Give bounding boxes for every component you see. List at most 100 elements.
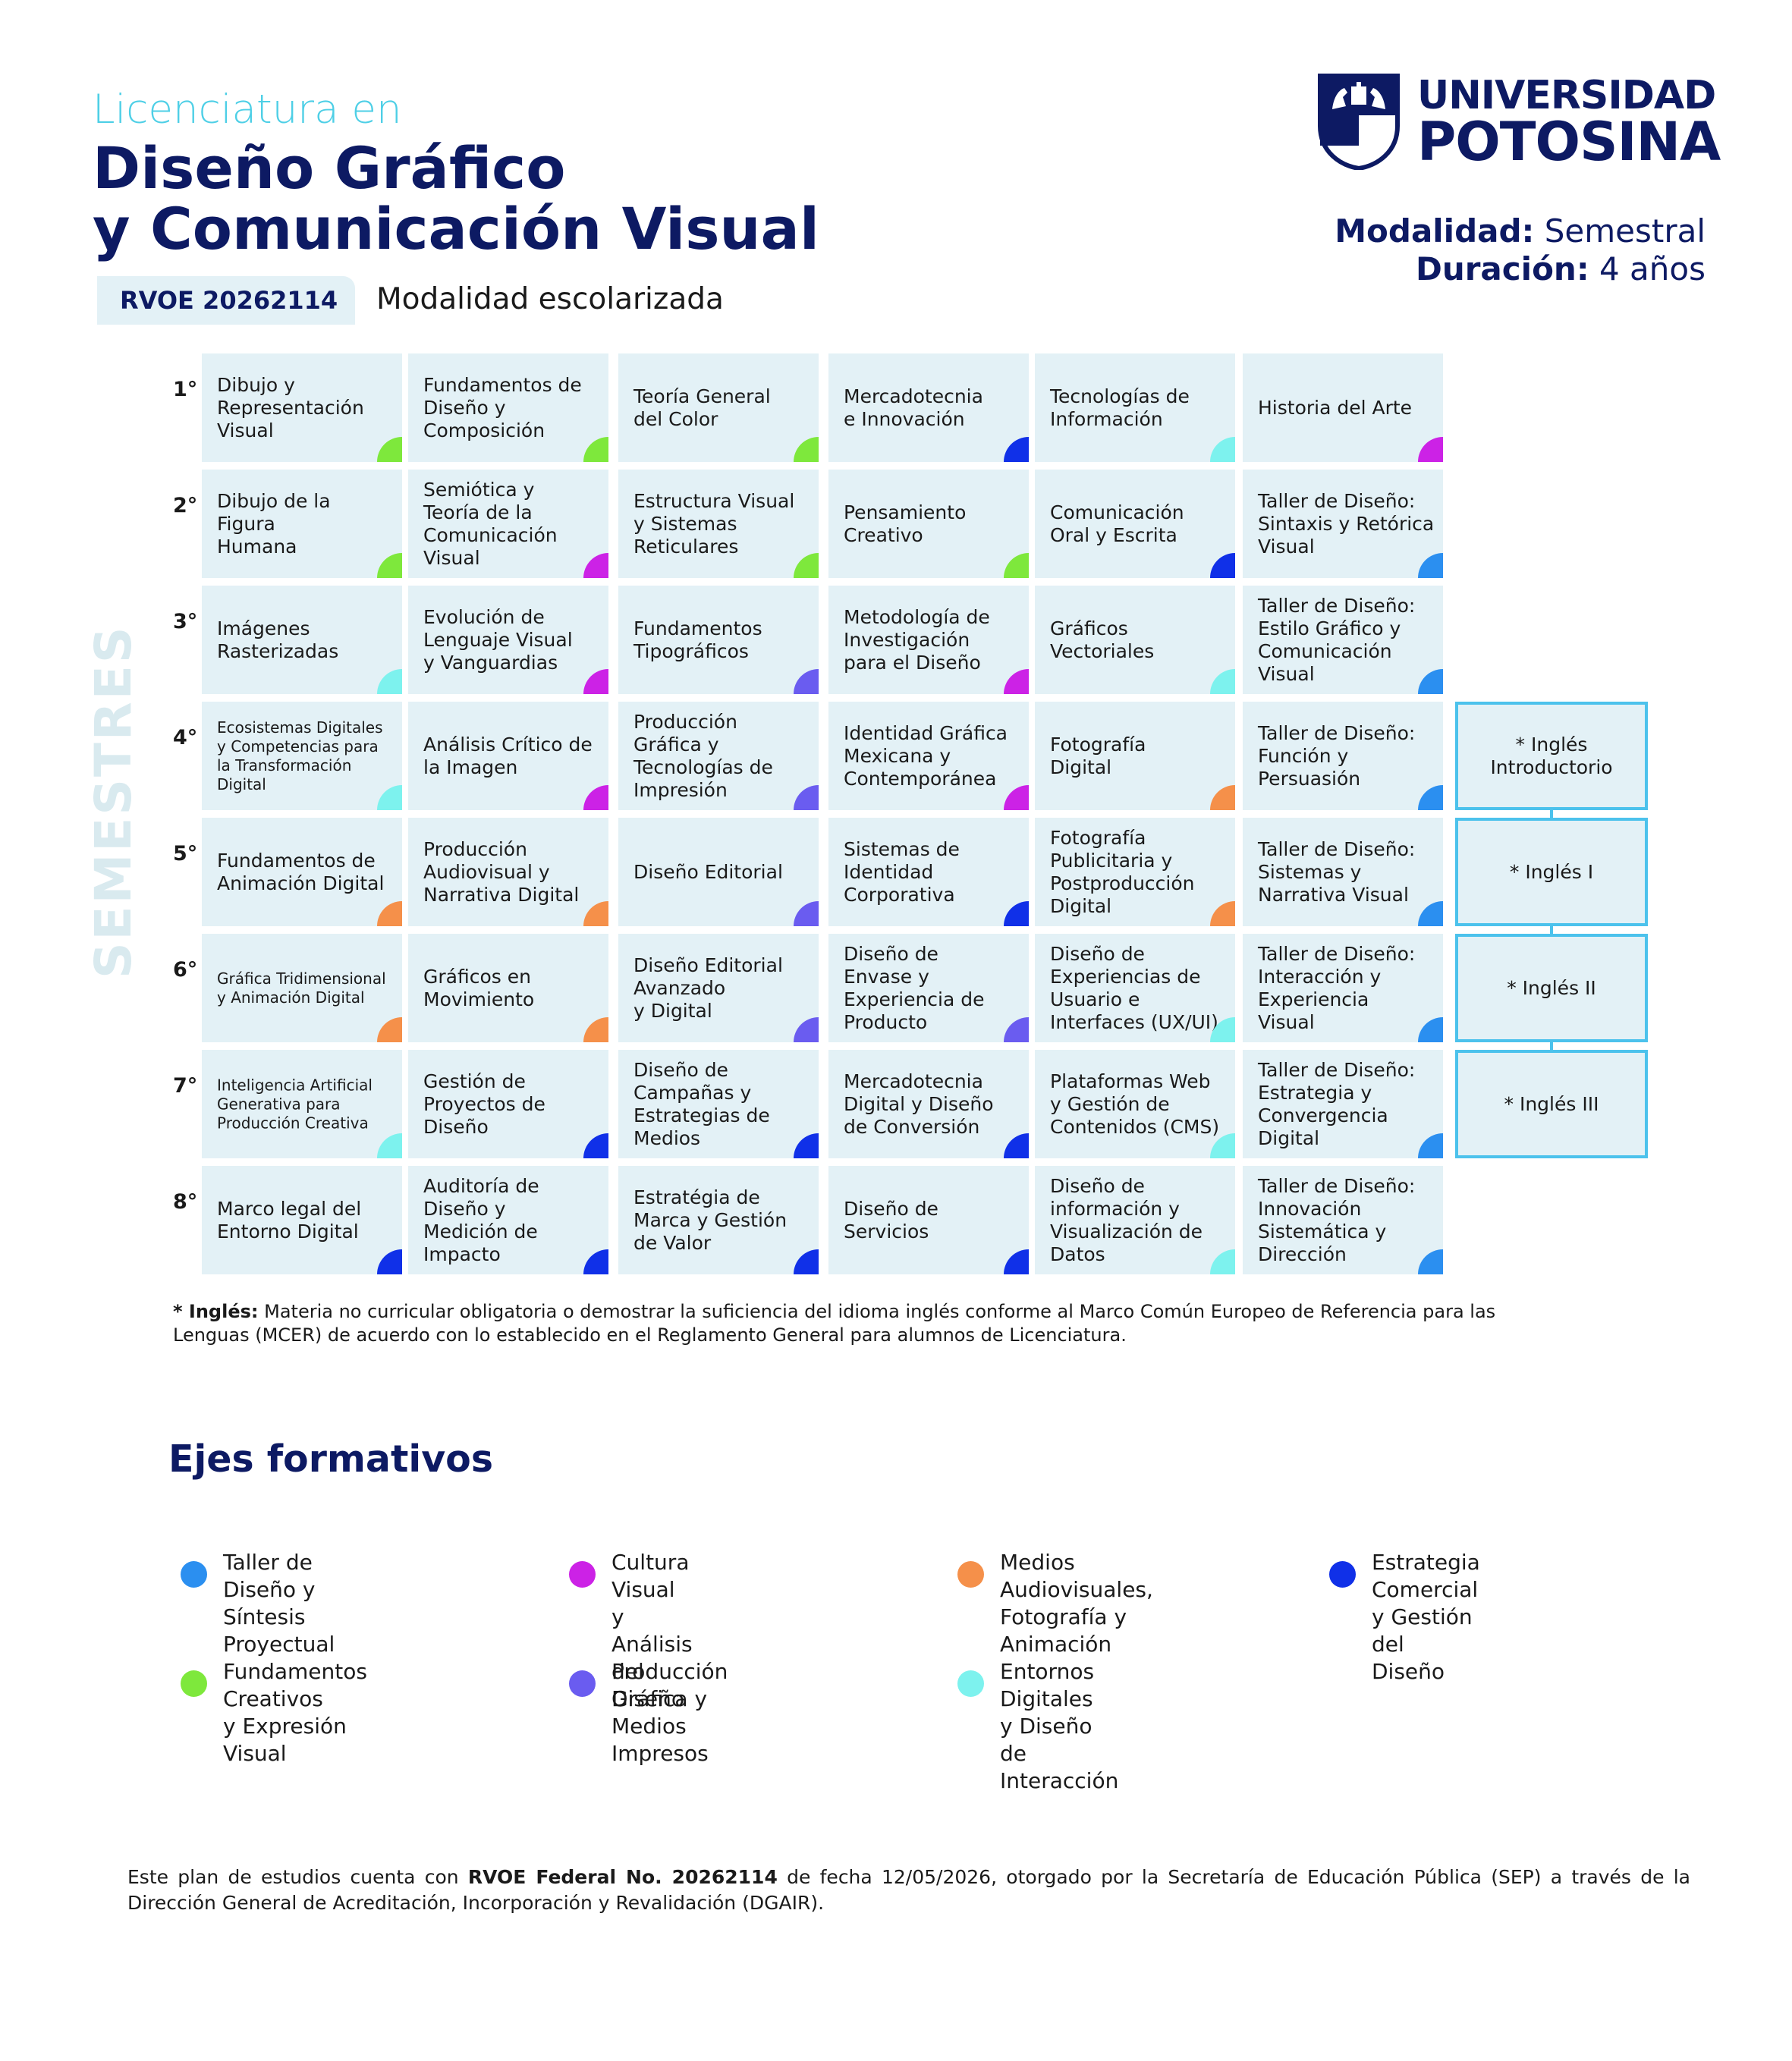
axis-corner-marker (794, 669, 819, 694)
course-name: Taller de Diseño: Sintaxis y Retórica Vi… (1258, 489, 1435, 558)
course-cell: Fotografía Digital (1035, 702, 1235, 810)
semester-label: 8° (173, 1190, 198, 1214)
english-course-box: * Inglés Introductorio (1455, 702, 1648, 810)
course-cell: Producción Gráfica y Tecnologías de Impr… (618, 702, 819, 810)
axis-color-dot (181, 1561, 207, 1588)
course-cell: Gráfica Tridimensional y Animación Digit… (202, 934, 402, 1042)
modalidad-info: Modalidad: Semestral (1335, 212, 1706, 250)
axis-color-dot (957, 1561, 984, 1588)
course-cell: Identidad Gráfica Mexicana y Contemporán… (828, 702, 1029, 810)
course-cell: Mercadotecnia Digital y Diseño de Conver… (828, 1050, 1029, 1158)
course-cell: Diseño de Campañas y Estrategias de Medi… (618, 1050, 819, 1158)
course-name: Diseño de Envase y Experiencia de Produc… (844, 942, 985, 1033)
course-cell: Diseño Editorial (618, 818, 819, 926)
course-name: Taller de Diseño: Interacción y Experien… (1258, 942, 1416, 1033)
course-cell: Diseño de información y Visualización de… (1035, 1166, 1235, 1274)
university-shield-icon (1318, 74, 1400, 170)
course-cell: Inteligencia Artificial Generativa para … (202, 1050, 402, 1158)
axis-corner-marker (794, 437, 819, 462)
course-name: Estratégia de Marca y Gestión de Valor (633, 1186, 788, 1254)
axis-label: Cultura Visual y Análisis del Diseño (611, 1550, 693, 1711)
axis-corner-marker (583, 785, 608, 810)
logo-line1: UNIVERSIDAD (1417, 73, 1716, 118)
course-cell: Gráficos en Movimiento (408, 934, 608, 1042)
english-course-name: * Inglés I (1509, 860, 1594, 883)
course-cell: Estructura Visual y Sistemas Reticulares (618, 470, 819, 578)
course-cell: Historia del Arte (1243, 353, 1443, 462)
course-cell: Dibujo y Representación Visual (202, 353, 402, 462)
course-cell: Plataformas Web y Gestión de Contenidos … (1035, 1050, 1235, 1158)
course-name: Estructura Visual y Sistemas Reticulares (633, 489, 795, 558)
english-course-box: * Inglés III (1455, 1050, 1648, 1158)
course-cell: Diseño de Envase y Experiencia de Produc… (828, 934, 1029, 1042)
axis-label: Producción Gráfica y Medios Impresos (611, 1659, 728, 1766)
course-cell: Gestión de Proyectos de Diseño (408, 1050, 608, 1158)
course-name: Gráficos Vectoriales (1050, 617, 1155, 662)
course-cell: Fundamentos Tipográficos (618, 586, 819, 694)
course-name: Teoría General del Color (633, 385, 771, 430)
axis-color-dot (957, 1670, 984, 1697)
course-name: Taller de Diseño: Innovación Sistemática… (1258, 1174, 1416, 1265)
course-name: Diseño Editorial (633, 860, 783, 883)
program-title-line2: y Comunicación Visual (93, 195, 819, 262)
course-cell: Taller de Diseño: Estilo Gráfico y Comun… (1243, 586, 1443, 694)
course-cell: Evolución de Lenguaje Visual y Vanguardi… (408, 586, 608, 694)
course-name: Gráfica Tridimensional y Animación Digit… (217, 969, 386, 1007)
axis-corner-marker (377, 1133, 402, 1158)
course-name: Plataformas Web y Gestión de Contenidos … (1050, 1070, 1220, 1138)
course-cell: Imágenes Rasterizadas (202, 586, 402, 694)
course-name: Imágenes Rasterizadas (217, 617, 339, 662)
course-cell: Mercadotecnia e Innovación (828, 353, 1029, 462)
course-cell: Taller de Diseño: Función y Persuasión (1243, 702, 1443, 810)
course-cell: Taller de Diseño: Sintaxis y Retórica Vi… (1243, 470, 1443, 578)
course-cell: Diseño de Experiencias de Usuario e Inte… (1035, 934, 1235, 1042)
course-name: Identidad Gráfica Mexicana y Contemporán… (844, 721, 1008, 790)
ejes-title: Ejes formativos (168, 1437, 493, 1481)
course-cell: Teoría General del Color (618, 353, 819, 462)
course-name: Metodología de Investigación para el Dis… (844, 605, 990, 674)
english-note-text: Materia no curricular obligatoria o demo… (173, 1301, 1496, 1346)
course-cell: Taller de Diseño: Innovación Sistemática… (1243, 1166, 1443, 1274)
course-name: Fotografía Publicitaria y Postproducción… (1050, 826, 1195, 917)
english-course-box: * Inglés II (1455, 934, 1648, 1042)
footer-post: de fecha 12/05/2026, otorgado por la Sec… (127, 1866, 1690, 1914)
course-name: Taller de Diseño: Sistemas y Narrativa V… (1258, 837, 1416, 906)
modalidad-escolarizada: Modalidad escolarizada (376, 282, 724, 316)
course-cell: Fundamentos de Diseño y Composición (408, 353, 608, 462)
course-name: Taller de Diseño: Función y Persuasión (1258, 721, 1416, 790)
course-name: Taller de Diseño: Estilo Gráfico y Comun… (1258, 594, 1416, 685)
course-cell: Sistemas de Identidad Corporativa (828, 818, 1029, 926)
course-name: Diseño de Campañas y Estrategias de Medi… (633, 1058, 770, 1149)
semester-label: 6° (173, 958, 198, 982)
course-cell: Producción Audiovisual y Narrativa Digit… (408, 818, 608, 926)
course-name: Mercadotecnia Digital y Diseño de Conver… (844, 1070, 994, 1138)
course-cell: Diseño Editorial Avanzado y Digital (618, 934, 819, 1042)
university-logo: UNIVERSIDAD POTOSINA (1317, 73, 1721, 171)
semester-label: 2° (173, 494, 198, 517)
axis-label: Estrategia Comercial y Gestión del Diseñ… (1372, 1550, 1480, 1684)
english-course-box: * Inglés I (1455, 818, 1648, 926)
english-note: * Inglés: Materia no curricular obligato… (173, 1300, 1516, 1347)
footer-pre: Este plan de estudios cuenta con (127, 1866, 468, 1888)
course-name: Taller de Diseño: Estrategia y Convergen… (1258, 1058, 1416, 1149)
axis-label: Taller de Diseño y Síntesis Proyectual (223, 1550, 335, 1657)
english-connector (1550, 1042, 1553, 1050)
semester-label: 5° (173, 842, 198, 866)
axis-corner-marker (1210, 437, 1235, 462)
axis-corner-marker (377, 901, 402, 926)
course-cell: Estratégia de Marca y Gestión de Valor (618, 1166, 819, 1274)
axis-corner-marker (1004, 553, 1029, 578)
course-name: Marco legal del Entorno Digital (217, 1197, 362, 1243)
course-name: Producción Audiovisual y Narrativa Digit… (423, 837, 580, 906)
semester-label: 7° (173, 1074, 198, 1098)
axis-label: Medios Audiovisuales, Fotografía y Anima… (1000, 1550, 1153, 1657)
axis-label: Entornos Digitales y Diseño de Interacci… (1000, 1659, 1119, 1793)
course-name: Mercadotecnia e Innovación (844, 385, 983, 430)
course-name: Dibujo y Representación Visual (217, 373, 364, 441)
logo-line2: POTOSINA (1417, 111, 1721, 173)
course-name: Pensamiento Creativo (844, 501, 967, 546)
footer-rvoe-statement: Este plan de estudios cuenta con RVOE Fe… (127, 1865, 1690, 1916)
course-cell: Comunicación Oral y Escrita (1035, 470, 1235, 578)
course-cell: Taller de Diseño: Estrategia y Convergen… (1243, 1050, 1443, 1158)
course-name: Producción Gráfica y Tecnologías de Impr… (633, 710, 773, 801)
